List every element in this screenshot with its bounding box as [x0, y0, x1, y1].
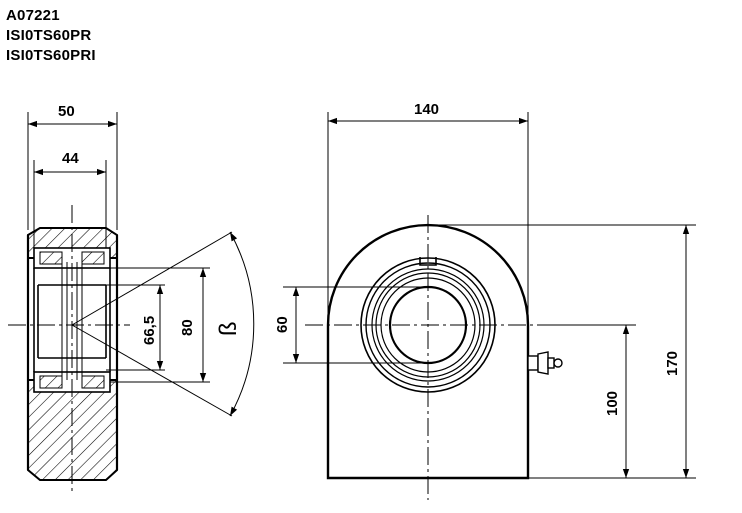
- dim-bore: 60: [274, 316, 291, 333]
- dim-outer-ring-diameter: 80: [179, 319, 196, 336]
- tilt-angle-label: ß: [215, 321, 242, 336]
- dim-total-height: 170: [664, 351, 681, 376]
- side-section-view: [8, 112, 255, 495]
- product-code: ISI0TS60PRI: [6, 47, 96, 64]
- dim-ball-diameter: 66,5: [141, 316, 158, 345]
- dim-overall-width: 50: [58, 103, 75, 120]
- grease-nipple-icon: [527, 351, 563, 375]
- dim-housing-width: 140: [414, 101, 439, 118]
- product-code: A07221: [6, 7, 60, 24]
- product-code-list: A07221 ISI0TS60PR ISI0TS60PRI: [6, 6, 96, 66]
- product-code: ISI0TS60PR: [6, 27, 92, 44]
- front-view: [283, 112, 696, 500]
- dim-inner-width: 44: [62, 150, 79, 167]
- dim-center-height: 100: [604, 391, 621, 416]
